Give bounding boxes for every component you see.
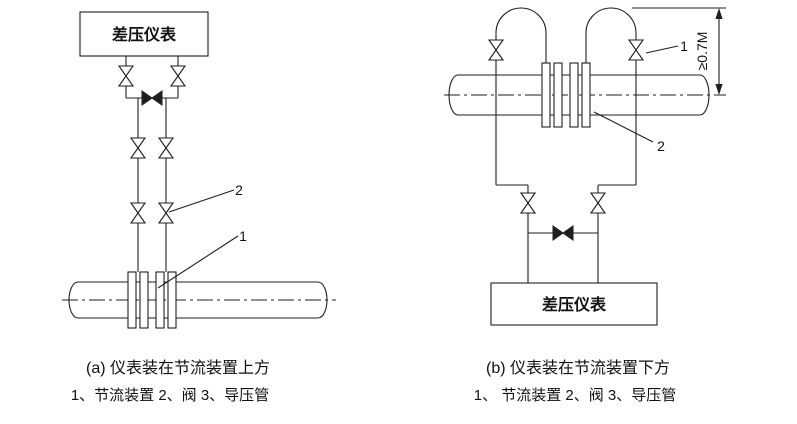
valve-icon bbox=[169, 65, 187, 87]
equalizing-valve-icon bbox=[141, 90, 163, 106]
valve-icon bbox=[589, 192, 607, 214]
valve-icon bbox=[117, 65, 135, 87]
instrument-label-b: 差压仪表 bbox=[542, 295, 607, 314]
callout-2-label: 2 bbox=[657, 138, 665, 154]
dimension-arrow-down-icon bbox=[715, 84, 723, 95]
valve-icon bbox=[519, 192, 537, 214]
valve-icon bbox=[157, 202, 175, 224]
siphon-loops bbox=[495, 7, 637, 63]
valve-icon bbox=[157, 137, 175, 159]
caption-a: (a) 仪表装在节流装置上方 bbox=[86, 359, 270, 377]
throttling-device-a bbox=[127, 271, 177, 329]
impulse-lines-b bbox=[495, 60, 637, 283]
instrument-box-a bbox=[79, 11, 209, 57]
dimension-label: ≥0.7M bbox=[694, 32, 710, 71]
valve-icon bbox=[627, 39, 645, 61]
flange-bar bbox=[167, 271, 177, 329]
callout-1-label: 1 bbox=[680, 38, 688, 54]
legend-b: 1、 节流装置 2、阀 3、导压管 bbox=[474, 387, 677, 404]
flange-bar bbox=[581, 62, 591, 128]
flange-bar bbox=[553, 62, 563, 128]
instrument-label-a: 差压仪表 bbox=[112, 25, 177, 44]
dimension-arrow-up-icon bbox=[715, 8, 723, 19]
flange-bar bbox=[541, 62, 551, 128]
callout-leader bbox=[645, 45, 679, 54]
flange-bar bbox=[569, 62, 579, 128]
callout-leader bbox=[168, 189, 235, 213]
flange-bar bbox=[127, 271, 137, 329]
equalizing-valve-icon bbox=[552, 225, 574, 241]
callout-1-label: 1 bbox=[239, 228, 247, 244]
dimension: ≥0.7M bbox=[632, 7, 726, 95]
valve-icon bbox=[487, 39, 505, 61]
diagram-a: 差压仪表 2 1 (a) 仪表装在节流装置上方 1、节流装置 2、阀 3、导压管 bbox=[62, 11, 336, 404]
valve-icon bbox=[129, 137, 147, 159]
instrument-box-b bbox=[490, 282, 658, 326]
caption-b: (b) 仪表装在节流装置下方 bbox=[486, 359, 670, 377]
callout-2-label: 2 bbox=[235, 182, 243, 198]
flange-bar bbox=[155, 271, 165, 329]
callout-leader bbox=[593, 111, 654, 143]
impulse-lines-a bbox=[125, 56, 179, 272]
pipe-b bbox=[448, 74, 710, 116]
valve-icon bbox=[129, 202, 147, 224]
legend-a: 1、节流装置 2、阀 3、导压管 bbox=[71, 387, 269, 404]
callout-leader bbox=[157, 235, 239, 289]
flange-bar bbox=[139, 271, 149, 329]
pipe-a bbox=[68, 281, 328, 319]
diagram-b: 差压仪表 ≥0.7M 1 2 (b) 仪表装在节流装置下方 1、 节流装置 2、… bbox=[444, 7, 726, 404]
